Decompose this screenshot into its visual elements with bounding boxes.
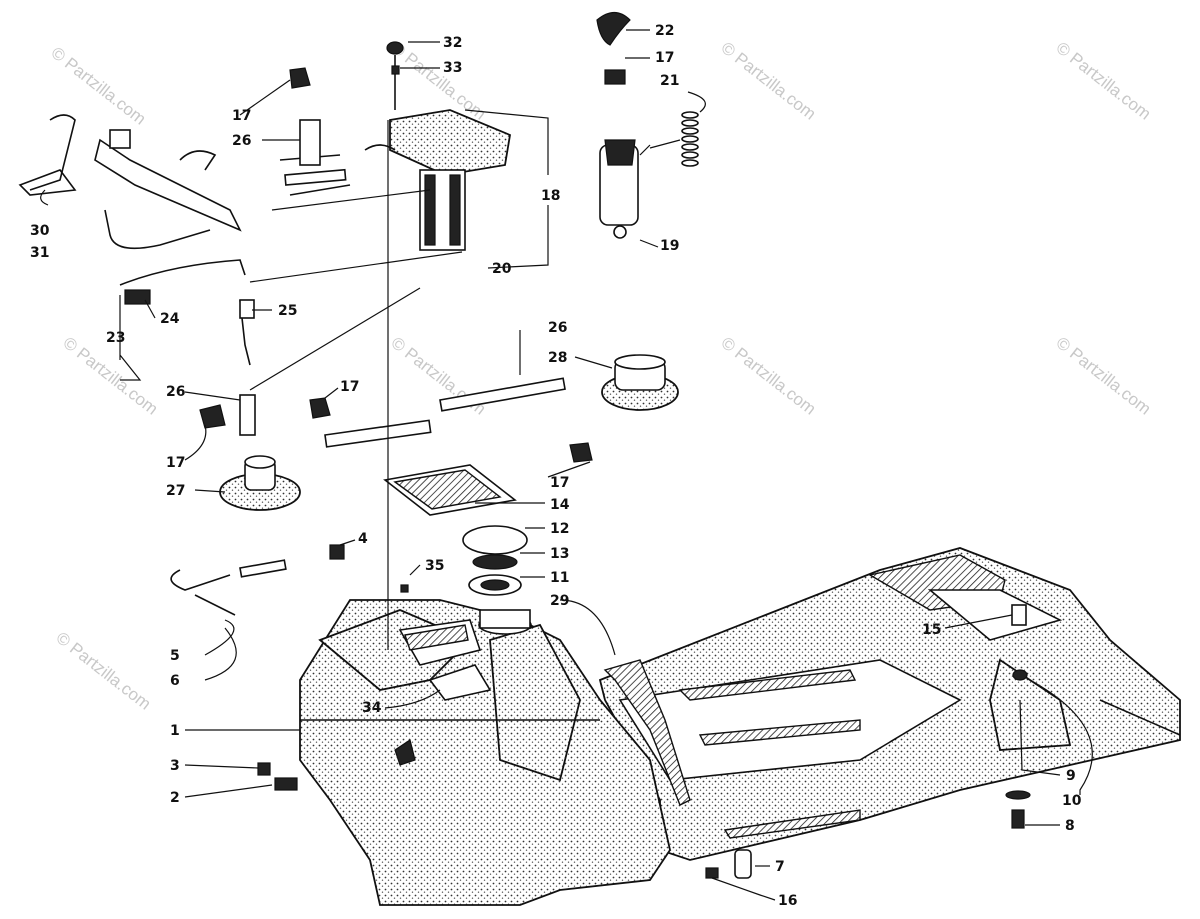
watermark: © Partzilla.com (53, 628, 155, 714)
callout-26: 26 (548, 320, 567, 336)
callout-24: 24 (160, 311, 180, 327)
callout-25: 25 (278, 303, 297, 319)
watermark: © Partzilla.com (48, 43, 150, 129)
callout-20: 20 (492, 261, 512, 277)
fuel-valve-right (601, 354, 679, 411)
callout-12: 12 (550, 521, 569, 537)
callout-11: 11 (550, 570, 569, 586)
callout-17: 17 (340, 379, 359, 395)
callout-5: 5 (170, 648, 180, 664)
callout-1: 1 (170, 723, 180, 739)
callout-16: 16 (778, 893, 797, 909)
callout-6: 6 (170, 673, 180, 689)
callout-3: 3 (170, 758, 180, 774)
callout-21: 21 (660, 73, 679, 89)
callout-26: 26 (232, 133, 251, 149)
fuel-tank (299, 599, 691, 906)
watermark: © Partzilla.com (60, 333, 162, 419)
callout-32: 32 (443, 35, 462, 51)
callout-27: 27 (166, 483, 185, 499)
small-hardware (170, 544, 1031, 879)
callout-26: 26 (166, 384, 185, 400)
callout-15: 15 (922, 622, 941, 638)
callout-17: 17 (550, 475, 569, 491)
watermark: © Partzilla.com (718, 333, 820, 419)
callout-7: 7 (775, 859, 785, 875)
callout-labels: 32 33 22 17 21 17 26 18 30 31 19 20 24 2… (30, 23, 1082, 909)
callout-17: 17 (655, 50, 674, 66)
watermark: © Partzilla.com (718, 38, 820, 124)
fuel-valve-left (219, 455, 301, 511)
callout-22: 22 (655, 23, 674, 39)
callout-9: 9 (1066, 768, 1076, 784)
chassis-tunnel (598, 547, 1181, 861)
callout-17: 17 (166, 455, 185, 471)
callout-34: 34 (362, 700, 382, 716)
callout-10: 10 (1062, 793, 1082, 809)
callout-18: 18 (541, 188, 560, 204)
filler-cap-stack (383, 464, 528, 596)
fuel-rail-and-hoses (18, 67, 396, 366)
callout-29: 29 (550, 593, 569, 609)
callout-35: 35 (425, 558, 444, 574)
callout-33: 33 (443, 60, 462, 76)
callout-31: 31 (30, 245, 49, 261)
connecting-hoses (199, 377, 593, 463)
fuel-pump-bracket-assembly (386, 41, 512, 251)
callout-30: 30 (30, 223, 50, 239)
watermark: © Partzilla.com (1053, 333, 1155, 419)
callout-4: 4 (358, 531, 368, 547)
callout-13: 13 (550, 546, 569, 562)
callout-28: 28 (548, 350, 567, 366)
leader-lines (40, 29, 1093, 901)
callout-14: 14 (550, 497, 570, 513)
callout-19: 19 (660, 238, 679, 254)
callout-23: 23 (106, 330, 125, 346)
electric-fuel-pump (596, 11, 699, 239)
watermark: © Partzilla.com (1053, 38, 1155, 124)
callout-8: 8 (1065, 818, 1075, 834)
callout-17: 17 (232, 108, 251, 124)
callout-2: 2 (170, 790, 180, 806)
